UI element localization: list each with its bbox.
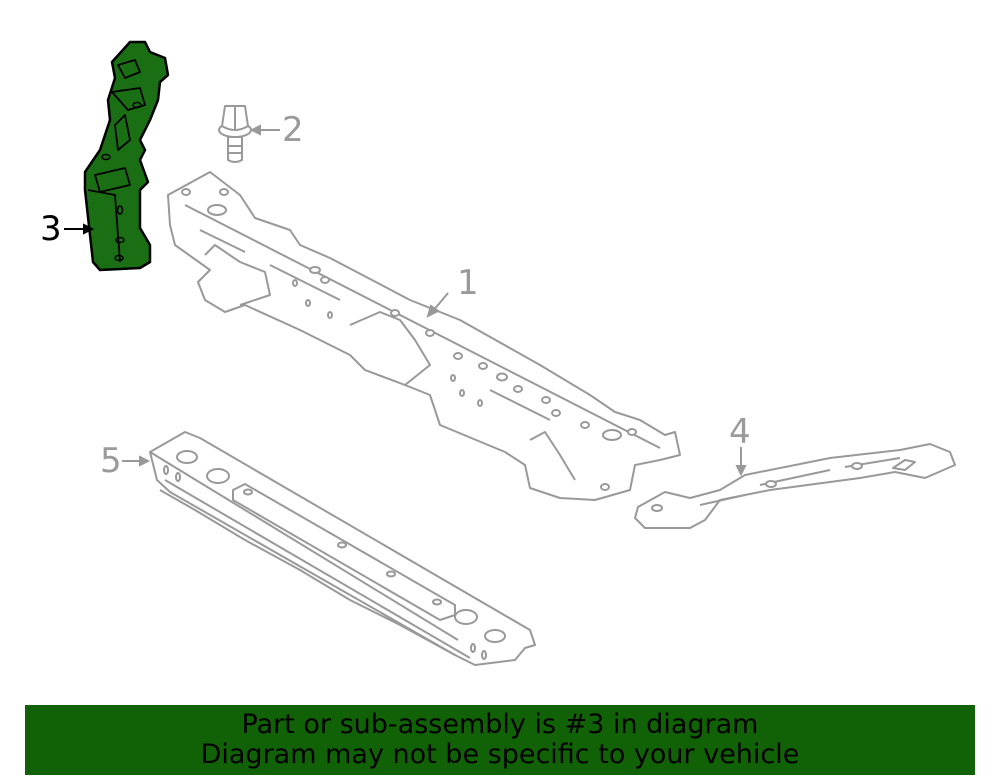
callout-label-5: 5: [100, 441, 122, 481]
callout-label-3: 3: [40, 209, 62, 249]
callout-arrow-2: [249, 124, 280, 136]
part-4-brace[interactable]: [634, 443, 956, 529]
parts-diagram: [64, 40, 956, 666]
callout-label-4: 4: [729, 412, 751, 452]
banner-line-part: Part or sub-assembly is #3 in diagram: [241, 709, 759, 740]
banner-line-disclaimer: Diagram may not be specific to your vehi…: [200, 739, 800, 770]
info-banner: Part or sub-assembly is #3 in diagram Di…: [25, 705, 975, 775]
part-1-tie-bar[interactable]: [167, 171, 681, 501]
part-5-lower-bar[interactable]: [149, 431, 536, 666]
callout-arrow-1: [426, 292, 449, 318]
part-2-bolt[interactable]: [218, 105, 252, 163]
callout-arrow-3: [64, 223, 95, 235]
callout-arrow-5: [122, 455, 151, 467]
callout-label-2: 2: [282, 110, 304, 150]
callout-arrow-4: [735, 447, 747, 477]
part-3-bracket[interactable]: [83, 40, 170, 272]
callout-label-1: 1: [457, 263, 479, 303]
